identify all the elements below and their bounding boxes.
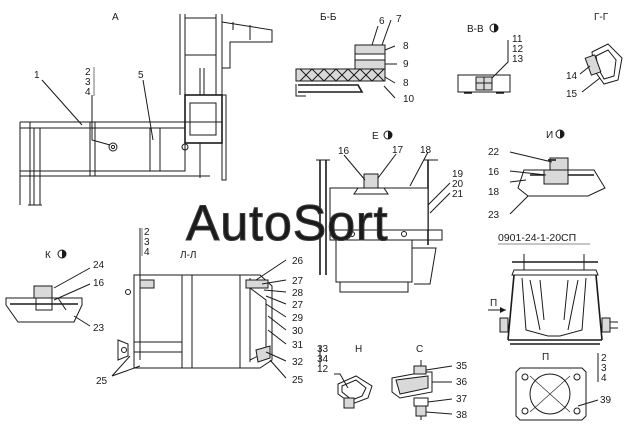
watermark-text: AutoSort: [186, 195, 389, 251]
callout-22: 22: [488, 147, 500, 158]
callout-12: 12: [512, 44, 524, 55]
callout-21: 21: [452, 189, 464, 200]
callout-5: 5: [138, 70, 144, 81]
view-label-vv: В-В: [467, 24, 484, 35]
view-label-a: А: [112, 12, 119, 23]
view-p: П 2 3 4 39: [515, 352, 612, 421]
callout-14: 14: [566, 71, 578, 82]
view-k: К 24 16 23: [5, 249, 105, 334]
callout-26: 26: [292, 256, 304, 267]
view-label-gg: Г-Г: [594, 12, 609, 23]
callout-16-e: 16: [338, 146, 350, 157]
view-label-p: П: [542, 352, 549, 363]
view-label-i: И: [546, 130, 553, 141]
view-label-n: Н: [355, 344, 362, 355]
callout-4-ll: 4: [144, 247, 150, 258]
callout-36: 36: [456, 377, 468, 388]
callout-18-i: 18: [488, 187, 500, 198]
callout-37: 37: [456, 394, 468, 405]
view-label-c: С: [416, 344, 423, 355]
view-n: Н 33 34 12: [317, 344, 373, 409]
view-label-e: Е: [372, 131, 379, 142]
callout-4-p: 4: [601, 373, 607, 384]
callout-25-left: 25: [96, 376, 108, 387]
view-e: Е 16 17 18 19 20 21: [316, 130, 464, 293]
callout-29: 29: [292, 313, 304, 324]
callout-19: 19: [452, 169, 464, 180]
callout-24: 24: [93, 260, 105, 271]
callout-3-a: 3: [85, 77, 91, 88]
view-i: И 22 16 18 23: [488, 129, 606, 221]
callout-7: 7: [396, 14, 402, 25]
callout-17: 17: [392, 145, 404, 156]
section-ll: Л-Л 2 3 4 26 27 28 27 29 30 31 32 25 25: [96, 227, 304, 387]
frame-view: П: [488, 254, 618, 345]
view-c: С 35 36 37 38: [391, 344, 468, 421]
callout-2-p: 2: [601, 353, 607, 364]
callout-25-right: 25: [292, 375, 304, 386]
callout-3-p: 3: [601, 363, 607, 374]
callout-12-n: 12: [317, 364, 329, 375]
callout-2-a: 2: [85, 67, 91, 78]
view-label-k: К: [45, 250, 51, 261]
callout-32: 32: [292, 357, 304, 368]
view-label-ll: Л-Л: [180, 250, 196, 261]
view-vv: В-В 11 12 13: [457, 23, 524, 94]
callout-38: 38: [456, 410, 468, 421]
callout-9: 9: [403, 59, 409, 70]
callout-10: 10: [403, 94, 415, 105]
callout-28: 28: [292, 288, 304, 299]
view-label-bb: Б-Б: [320, 12, 337, 23]
callout-4-a: 4: [85, 87, 91, 98]
callout-15: 15: [566, 89, 578, 100]
view-gg: Г-Г 14 15: [566, 12, 623, 100]
callout-39: 39: [600, 395, 612, 406]
callout-20: 20: [452, 179, 464, 190]
callout-31: 31: [292, 340, 304, 351]
callout-34: 34: [317, 354, 329, 365]
callout-1: 1: [34, 70, 40, 81]
document-reference: 0901-24-1-20СП: [498, 232, 576, 244]
callout-11: 11: [512, 34, 523, 45]
section-bb: Б-Б 6 7 8 9 8 10: [295, 12, 415, 105]
callout-13: 13: [512, 54, 524, 65]
callout-3-ll: 3: [144, 237, 150, 248]
view-a: А 1 2 3 4 5: [19, 12, 273, 206]
callout-16-i: 16: [488, 167, 500, 178]
callout-23-k: 23: [93, 323, 105, 334]
callout-8-top: 8: [403, 41, 409, 52]
callout-33: 33: [317, 344, 329, 355]
callout-18-e: 18: [420, 145, 432, 156]
callout-30: 30: [292, 326, 304, 337]
callout-23-i: 23: [488, 210, 500, 221]
callout-6: 6: [379, 16, 385, 27]
callout-2-ll: 2: [144, 227, 150, 238]
view-label-p-arrow: П: [490, 298, 497, 309]
callout-35: 35: [456, 361, 468, 372]
callout-27-top: 27: [292, 276, 304, 287]
callout-27-bottom: 27: [292, 300, 304, 311]
callout-16-k: 16: [93, 278, 105, 289]
callout-8-bottom: 8: [403, 78, 409, 89]
